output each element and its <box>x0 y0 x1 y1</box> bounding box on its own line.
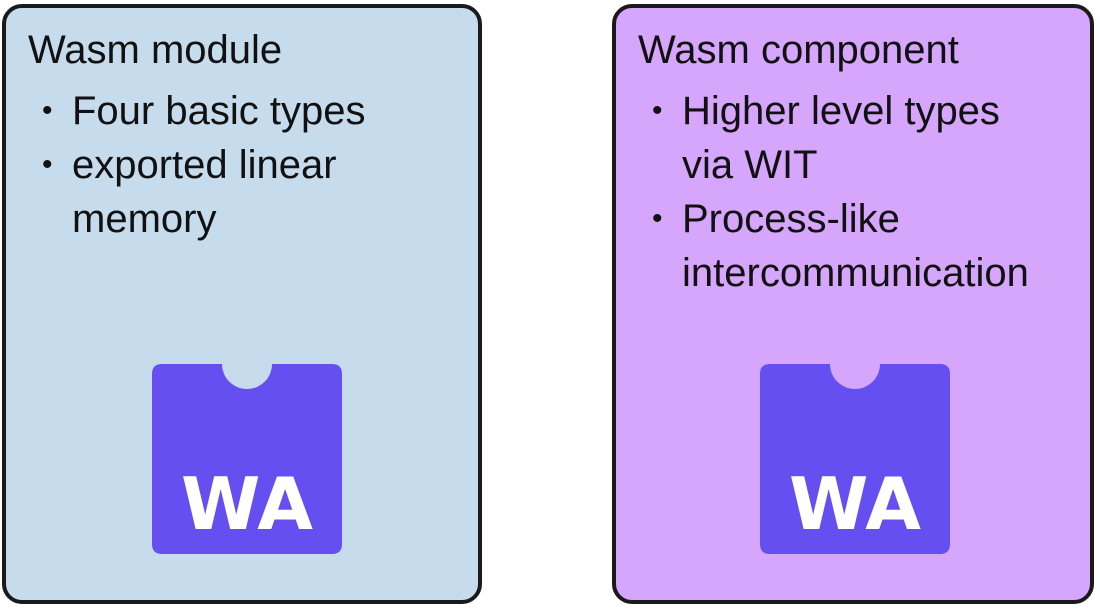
wasm-module-title: Wasm module <box>28 28 283 72</box>
bullet-icon: • <box>42 94 53 127</box>
wasm-component-title: Wasm component <box>638 28 959 72</box>
webassembly-logo-icon: WA <box>760 364 950 554</box>
webassembly-logo-shape <box>760 364 950 554</box>
bullet-icon: • <box>42 148 53 181</box>
wasm-module-bullet-list: • Four basic types • exported linear mem… <box>42 84 365 246</box>
webassembly-logo-text: WA <box>181 462 313 546</box>
list-item: • Four basic types <box>42 84 365 138</box>
webassembly-logo-text: WA <box>789 462 921 546</box>
wasm-component-bullet-text: Process-like intercommunication <box>682 197 1029 295</box>
wasm-component-card: Wasm component • Higher level types via … <box>612 4 1094 604</box>
wasm-module-bullet-text: exported linear memory <box>72 143 337 241</box>
wasm-module-card: Wasm module • Four basic types • exporte… <box>2 4 482 604</box>
wasm-module-bullet-text: Four basic types <box>72 89 366 133</box>
list-item: • Process-like intercommunication <box>652 192 1029 300</box>
bullet-icon: • <box>652 94 663 127</box>
wasm-component-bullet-list: • Higher level types via WIT • Process-l… <box>652 84 1029 300</box>
list-item: • exported linear memory <box>42 138 365 246</box>
wasm-component-bullet-text: Higher level types via WIT <box>682 89 1000 187</box>
webassembly-logo-shape <box>152 364 342 554</box>
list-item: • Higher level types via WIT <box>652 84 1029 192</box>
webassembly-logo-icon: WA <box>152 364 342 554</box>
bullet-icon: • <box>652 202 663 235</box>
